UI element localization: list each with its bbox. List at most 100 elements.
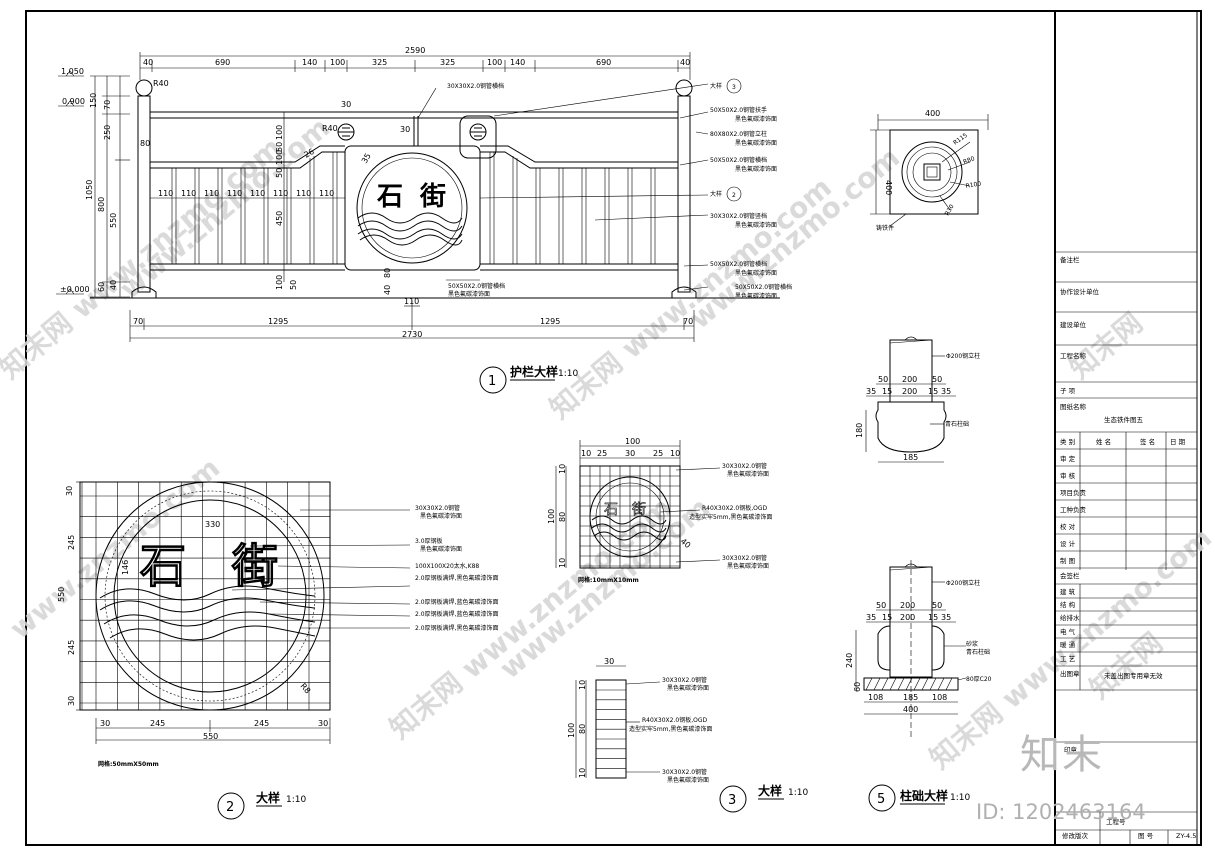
svg-text:450: 450 xyxy=(275,211,284,226)
railing-elevation: 2590 40 690 140 100 325 325 100 140 690 … xyxy=(56,46,792,394)
note-handrail-finish: 黑色氟碳漆饰面 xyxy=(735,115,777,123)
railing-posts xyxy=(90,79,780,299)
svg-text:146: 146 xyxy=(121,560,130,575)
svg-text:青石柱础: 青石柱础 xyxy=(966,648,990,656)
detail-1-title: 护栏大样 xyxy=(510,364,558,379)
detail-2-title: 大样 xyxy=(256,790,280,805)
svg-text:185: 185 xyxy=(903,693,918,702)
svg-text:签 名: 签 名 xyxy=(1140,437,1155,446)
svg-text:www.znzmo.com: www.znzmo.com xyxy=(683,141,906,335)
svg-text:结 构: 结 构 xyxy=(1060,600,1076,609)
svg-text:50: 50 xyxy=(932,601,942,610)
dim-30-ornament: 30 xyxy=(341,100,351,109)
note-rail-lower: 50X50X2.0钢管横档 xyxy=(710,260,767,268)
svg-text:Φ200钢立柱: Φ200钢立柱 xyxy=(946,579,980,587)
detail-1-scale: 1:10 xyxy=(558,369,578,379)
svg-text:网格:10mmX10mm: 网格:10mmX10mm xyxy=(578,576,639,584)
svg-text:15: 15 xyxy=(928,613,938,622)
dim-bottom-70b: 70 xyxy=(683,317,693,326)
svg-text:子 项: 子 项 xyxy=(1060,387,1076,395)
svg-text:黑色氟碳漆饰面: 黑色氟碳漆饰面 xyxy=(420,545,462,553)
dim-left-550: 550 xyxy=(109,213,118,228)
svg-text:35: 35 xyxy=(360,152,373,165)
svg-text:R30: R30 xyxy=(944,203,956,217)
svg-text:15: 15 xyxy=(928,387,938,396)
dim-r40-post: R40 xyxy=(153,79,169,88)
svg-text:330: 330 xyxy=(205,520,220,529)
svg-text:400: 400 xyxy=(884,180,893,195)
dim-top-140b: 140 xyxy=(510,58,525,67)
svg-text:R80: R80 xyxy=(962,155,976,166)
svg-text:110: 110 xyxy=(250,189,265,198)
svg-text:电 气: 电 气 xyxy=(1060,627,1076,636)
dim-bottom-110: 110 xyxy=(404,297,419,306)
svg-text:给排水: 给排水 xyxy=(1060,613,1080,622)
svg-text:35: 35 xyxy=(866,387,876,396)
svg-text:建设单位: 建设单位 xyxy=(1060,320,1087,329)
svg-text:10: 10 xyxy=(578,680,587,690)
note-post: 80X80X2.0钢管立柱 xyxy=(710,130,767,138)
svg-text:姓 名: 姓 名 xyxy=(1096,437,1111,446)
railing-pickets xyxy=(150,152,656,264)
svg-text:35: 35 xyxy=(866,613,876,622)
dim-top-325b: 325 xyxy=(440,58,455,67)
svg-text:80: 80 xyxy=(558,512,567,522)
svg-text:协作设计单位: 协作设计单位 xyxy=(1060,287,1100,296)
dim-left-250: 250 xyxy=(103,125,112,140)
svg-text:黑色氟碳漆饰面: 黑色氟碳漆饰面 xyxy=(667,684,709,692)
svg-text:180: 180 xyxy=(855,423,864,438)
svg-text:街: 街 xyxy=(632,502,646,518)
svg-text:110: 110 xyxy=(204,189,219,198)
svg-text:10: 10 xyxy=(558,558,567,568)
svg-text:200: 200 xyxy=(902,387,917,396)
svg-text:26: 26 xyxy=(303,147,316,160)
svg-text:图 号: 图 号 xyxy=(1138,832,1154,840)
dim-left-40: 40 xyxy=(109,280,118,290)
detail-5-scale: 1:10 xyxy=(950,793,970,803)
dim-r40-ornament: R40 xyxy=(322,124,338,133)
svg-text:100: 100 xyxy=(625,437,640,446)
dim-top-40b: 40 xyxy=(680,58,690,67)
dim-30-center: 30 xyxy=(400,125,410,134)
svg-text:185: 185 xyxy=(903,453,918,462)
svg-text:校 对: 校 对 xyxy=(1060,522,1076,531)
svg-text:108: 108 xyxy=(932,693,947,702)
svg-text:修改版次: 修改版次 xyxy=(1062,831,1089,840)
svg-text:审 定: 审 定 xyxy=(1060,454,1076,463)
svg-text:35: 35 xyxy=(941,387,951,396)
note-rail-lower-finish: 黑色氟碳漆饰面 xyxy=(735,269,777,277)
svg-text:110: 110 xyxy=(158,189,173,198)
svg-text:30X30X2.0钢管: 30X30X2.0钢管 xyxy=(662,768,707,776)
svg-text:3: 3 xyxy=(732,84,736,91)
svg-text:会签栏: 会签栏 xyxy=(1060,571,1080,580)
svg-text:550: 550 xyxy=(203,732,218,741)
svg-text:黑色氟碳漆饰面: 黑色氟碳漆饰面 xyxy=(420,512,462,520)
detail-3-scale: 1:10 xyxy=(788,788,808,798)
svg-text:黑色氟碳漆饰面: 黑色氟碳漆饰面 xyxy=(727,470,769,478)
emblem-char-2: 街 xyxy=(419,182,446,212)
svg-text:25: 25 xyxy=(597,449,607,458)
dim-bottom-70a: 70 xyxy=(133,317,143,326)
svg-text:200: 200 xyxy=(900,613,915,622)
svg-text:2.0厚钢板满焊,蓝色氟碳漆饰面: 2.0厚钢板满焊,蓝色氟碳漆饰面 xyxy=(415,598,498,606)
svg-text:100: 100 xyxy=(547,509,556,524)
svg-text:10: 10 xyxy=(578,768,587,778)
svg-text:240: 240 xyxy=(845,653,854,668)
svg-text:110: 110 xyxy=(181,189,196,198)
svg-text:50: 50 xyxy=(275,142,284,152)
railing-emblem: 石 街 xyxy=(344,145,481,271)
dim-top-690a: 690 xyxy=(215,58,230,67)
svg-text:60: 60 xyxy=(853,682,862,692)
brand-id: ID: 1202463164 xyxy=(976,800,1146,824)
svg-text:10: 10 xyxy=(670,449,680,458)
note-emblem-frame-finish: 黑色氟碳漆饰面 xyxy=(448,290,490,298)
svg-text:工程名称: 工程名称 xyxy=(1060,351,1087,360)
note-rail-upper: 50X50X2.0钢管横档 xyxy=(710,156,767,164)
svg-text:245: 245 xyxy=(67,640,76,655)
svg-text:R8: R8 xyxy=(298,682,312,696)
watermarks: 知末网 www.znzmo.com www.znzmo.com 知末网 www.… xyxy=(0,111,1215,775)
detail-2-number: 2 xyxy=(226,800,234,815)
svg-text:40: 40 xyxy=(383,285,392,295)
dim-bottom-total: 2730 xyxy=(402,330,422,339)
svg-text:80: 80 xyxy=(383,268,392,278)
